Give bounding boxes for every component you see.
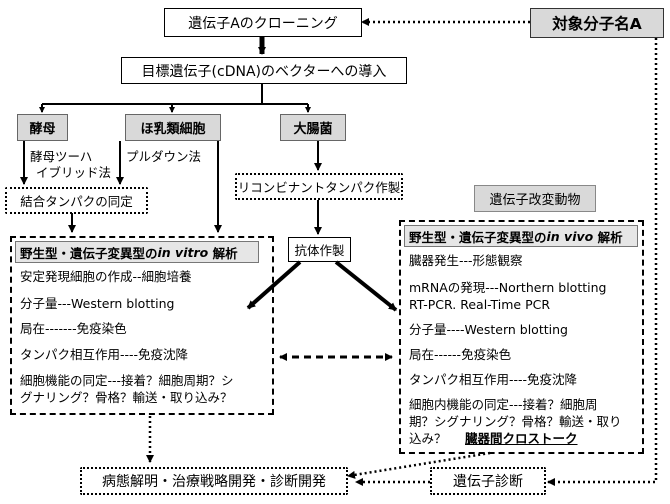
in-vivo-line: 込み？ <box>409 431 447 446</box>
arrow-invivo-pathology <box>347 451 491 479</box>
target-molecule-label: 対象分子名A <box>552 15 642 33</box>
y2h-line2: イブリッド法 <box>36 165 112 180</box>
target-molecule-box: 対象分子名A <box>530 8 664 38</box>
diagnosis-label: 遺伝子診断 <box>453 474 523 490</box>
cloning-box: 遺伝子Aのクローニング <box>164 8 362 37</box>
in-vivo-line: 期？シグナリング？骨格？輸送・取り <box>409 414 622 429</box>
in-vivo-heading-italic: in vivo <box>546 228 594 244</box>
ecoli-label: 大腸菌 <box>293 122 333 137</box>
yeast-two-hybrid-label: 酵母ツーハ イブリッド法 <box>30 149 111 181</box>
yeast-box: 酵母 <box>17 114 68 141</box>
antibody-label: 抗体作製 <box>294 243 345 258</box>
in-vitro-heading-prefix: 野生型・遺伝子変異型の <box>20 245 158 261</box>
in-vivo-line: 局在------免疫染色 <box>409 347 512 362</box>
arrow-target-diagnosis <box>547 38 658 486</box>
in-vitro-line: 分子量---Western blotting <box>20 296 175 311</box>
arrow-antibody-invitro <box>246 260 302 310</box>
in-vivo-heading-prefix: 野生型・遺伝子変異型の <box>409 229 547 245</box>
in-vitro-line: タンパク相互作用----免疫沈降 <box>20 347 189 362</box>
pathology-box: 病態解明・治療戦略開発・診断開発 <box>80 467 348 495</box>
in-vivo-heading-suffix: 解析 <box>593 229 623 245</box>
arrow-antibody-invivo <box>334 260 398 312</box>
crosstalk-label: 臓器間クロストーク <box>465 431 578 446</box>
in-vitro-line: 細胞機能の同定---接着？細胞周期？シ <box>20 373 234 388</box>
vector-label: 目標遺伝子(cDNA)のベクターへの導入 <box>141 63 387 80</box>
in-vitro-heading-italic: in vitro <box>157 244 209 260</box>
recombinant-box: リコンビナントタンパク作製 <box>235 173 403 200</box>
transgenic-label: 遺伝子改変動物 <box>489 193 581 208</box>
in-vitro-line: 局在-------免疫染色 <box>20 321 127 336</box>
mammal-box: ほ乳類細胞 <box>125 114 221 141</box>
in-vivo-line: 細胞内機能の同定---接着？細胞周 <box>409 397 598 412</box>
in-vivo-line: RT-PCR. Real-Time PCR <box>409 297 551 312</box>
antibody-box: 抗体作製 <box>288 237 351 262</box>
in-vivo-line: タンパク相互作用----免疫沈降 <box>409 372 578 387</box>
diagnosis-box: 遺伝子診断 <box>430 467 546 495</box>
recombinant-label: リコンビナントタンパク作製 <box>237 180 401 195</box>
cloning-label: 遺伝子Aのクローニング <box>188 15 338 32</box>
binding-protein-label: 結合タンパクの同定 <box>20 194 133 209</box>
in-vivo-line: mRNAの発現---Northern blotting <box>409 280 607 295</box>
in-vitro-line: 安定発現細胞の作成--細胞培養 <box>20 269 192 284</box>
binding-protein-box: 結合タンパクの同定 <box>5 187 148 214</box>
in-vivo-line: 臓器発生---形態観察 <box>409 253 523 268</box>
yeast-label: 酵母 <box>29 122 56 137</box>
pulldown-label: プルダウン法 <box>126 149 202 164</box>
vector-box: 目標遺伝子(cDNA)のベクターへの導入 <box>121 57 407 84</box>
mammal-label: ほ乳類細胞 <box>140 122 206 137</box>
in-vitro-line: グナリング？骨格？輸送・取り込み？ <box>20 390 233 405</box>
transgenic-box: 遺伝子改変動物 <box>474 185 596 212</box>
in-vivo-line: 分子量----Western blotting <box>409 322 568 337</box>
in-vitro-heading-suffix: 解析 <box>208 245 238 261</box>
pathology-label: 病態解明・治療戦略開発・診断開発 <box>102 474 326 490</box>
ecoli-box: 大腸菌 <box>280 114 346 141</box>
y2h-line1: 酵母ツーハ <box>30 149 93 164</box>
